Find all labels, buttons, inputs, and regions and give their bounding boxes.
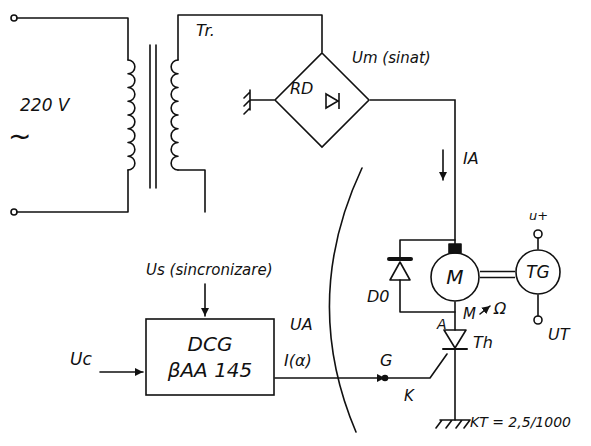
node-outline bbox=[145, 318, 275, 396]
outline-shape bbox=[275, 53, 369, 147]
node-title: DCG bbox=[188, 331, 233, 357]
speed-label: Ω bbox=[494, 300, 506, 318]
node-text-holder: TG bbox=[515, 249, 561, 295]
pin-name: u+ bbox=[529, 208, 548, 223]
ac-symbol: ~ bbox=[8, 122, 31, 152]
voltage-label: 220 V bbox=[20, 96, 69, 115]
node-title: M bbox=[446, 264, 463, 290]
pin-name: A bbox=[437, 316, 447, 332]
outline-shape bbox=[516, 250, 560, 294]
node-title: RD bbox=[290, 78, 313, 100]
signal-name: Um (sinat) bbox=[352, 50, 431, 67]
outline-shape bbox=[146, 319, 274, 395]
signal-name: UA bbox=[290, 316, 313, 334]
signal-name: Uc bbox=[70, 350, 92, 369]
signal-name: I(α) bbox=[284, 352, 312, 370]
formula-note: KT = 2,5/1000 bbox=[470, 414, 571, 430]
part-name: Th bbox=[473, 334, 493, 352]
torque-label: M bbox=[463, 306, 476, 323]
signal-name: UT bbox=[548, 326, 569, 344]
shaft-coupling bbox=[480, 272, 515, 278]
node-title: TG bbox=[526, 261, 550, 284]
machine-circle: M bbox=[430, 252, 480, 302]
node-text-holder: DCGβAA 145 bbox=[145, 318, 275, 396]
node-subtitle: βAA 145 bbox=[168, 357, 253, 383]
control-box: DCGβAA 145 bbox=[145, 318, 275, 396]
pin-name: K bbox=[404, 388, 414, 405]
node-text-holder: M bbox=[430, 252, 480, 302]
current-label: IA bbox=[463, 150, 479, 168]
part-name: Tr. bbox=[196, 22, 215, 40]
machine-circle: TG bbox=[515, 249, 561, 295]
pin-name: G bbox=[380, 352, 392, 370]
outline-shape bbox=[431, 253, 479, 301]
signal-name: Us (sincronizare) bbox=[146, 262, 272, 279]
power-wire bbox=[370, 100, 455, 244]
part-name: D0 bbox=[367, 288, 390, 306]
diode-symbol bbox=[326, 93, 339, 109]
